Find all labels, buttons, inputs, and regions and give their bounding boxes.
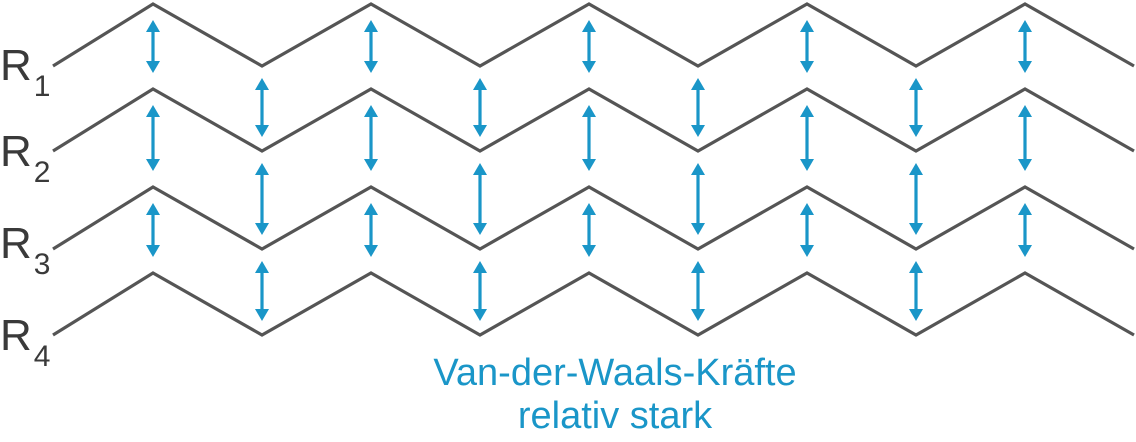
force-arrow <box>255 78 269 137</box>
row-label-r1: R1 <box>0 41 50 103</box>
row-label-r2: R2 <box>0 127 50 189</box>
caption: Van-der-Waals-Kräfte relativ stark <box>433 352 796 437</box>
force-arrow <box>255 261 269 321</box>
force-arrow <box>800 20 814 73</box>
force-arrows-layer <box>146 20 1032 321</box>
force-arrow <box>473 261 487 321</box>
force-arrow <box>691 163 705 235</box>
force-arrow <box>691 261 705 321</box>
row-label-r3: R3 <box>0 219 50 281</box>
force-arrow <box>1018 105 1032 171</box>
force-arrow <box>909 261 923 321</box>
force-arrow <box>1018 203 1032 257</box>
chains-layer <box>52 2 1135 337</box>
force-arrow <box>1018 20 1032 73</box>
force-arrow <box>473 78 487 137</box>
force-arrow <box>255 163 269 235</box>
caption-line-1: Van-der-Waals-Kräfte <box>433 352 796 394</box>
row-labels: R1 R2 R3 R4 <box>0 41 50 373</box>
force-arrow <box>909 78 923 137</box>
force-arrow <box>364 203 378 257</box>
force-arrow <box>909 163 923 235</box>
force-arrow <box>691 78 705 137</box>
force-arrow <box>582 105 596 171</box>
force-arrow <box>582 20 596 73</box>
force-arrow <box>146 20 160 73</box>
force-arrow <box>364 105 378 171</box>
row-label-r4: R4 <box>0 311 50 373</box>
force-arrow <box>146 203 160 257</box>
force-arrow <box>364 20 378 73</box>
force-arrow <box>146 105 160 171</box>
molecule-chain-r3 <box>52 185 1135 251</box>
force-arrow <box>473 163 487 235</box>
force-arrow <box>582 203 596 257</box>
molecule-chain-r4 <box>52 271 1135 337</box>
force-arrow <box>800 203 814 257</box>
molecule-chain-r1 <box>52 2 1135 68</box>
molecule-chain-r2 <box>52 87 1135 153</box>
force-arrow <box>800 105 814 171</box>
caption-line-2: relativ stark <box>518 395 713 437</box>
